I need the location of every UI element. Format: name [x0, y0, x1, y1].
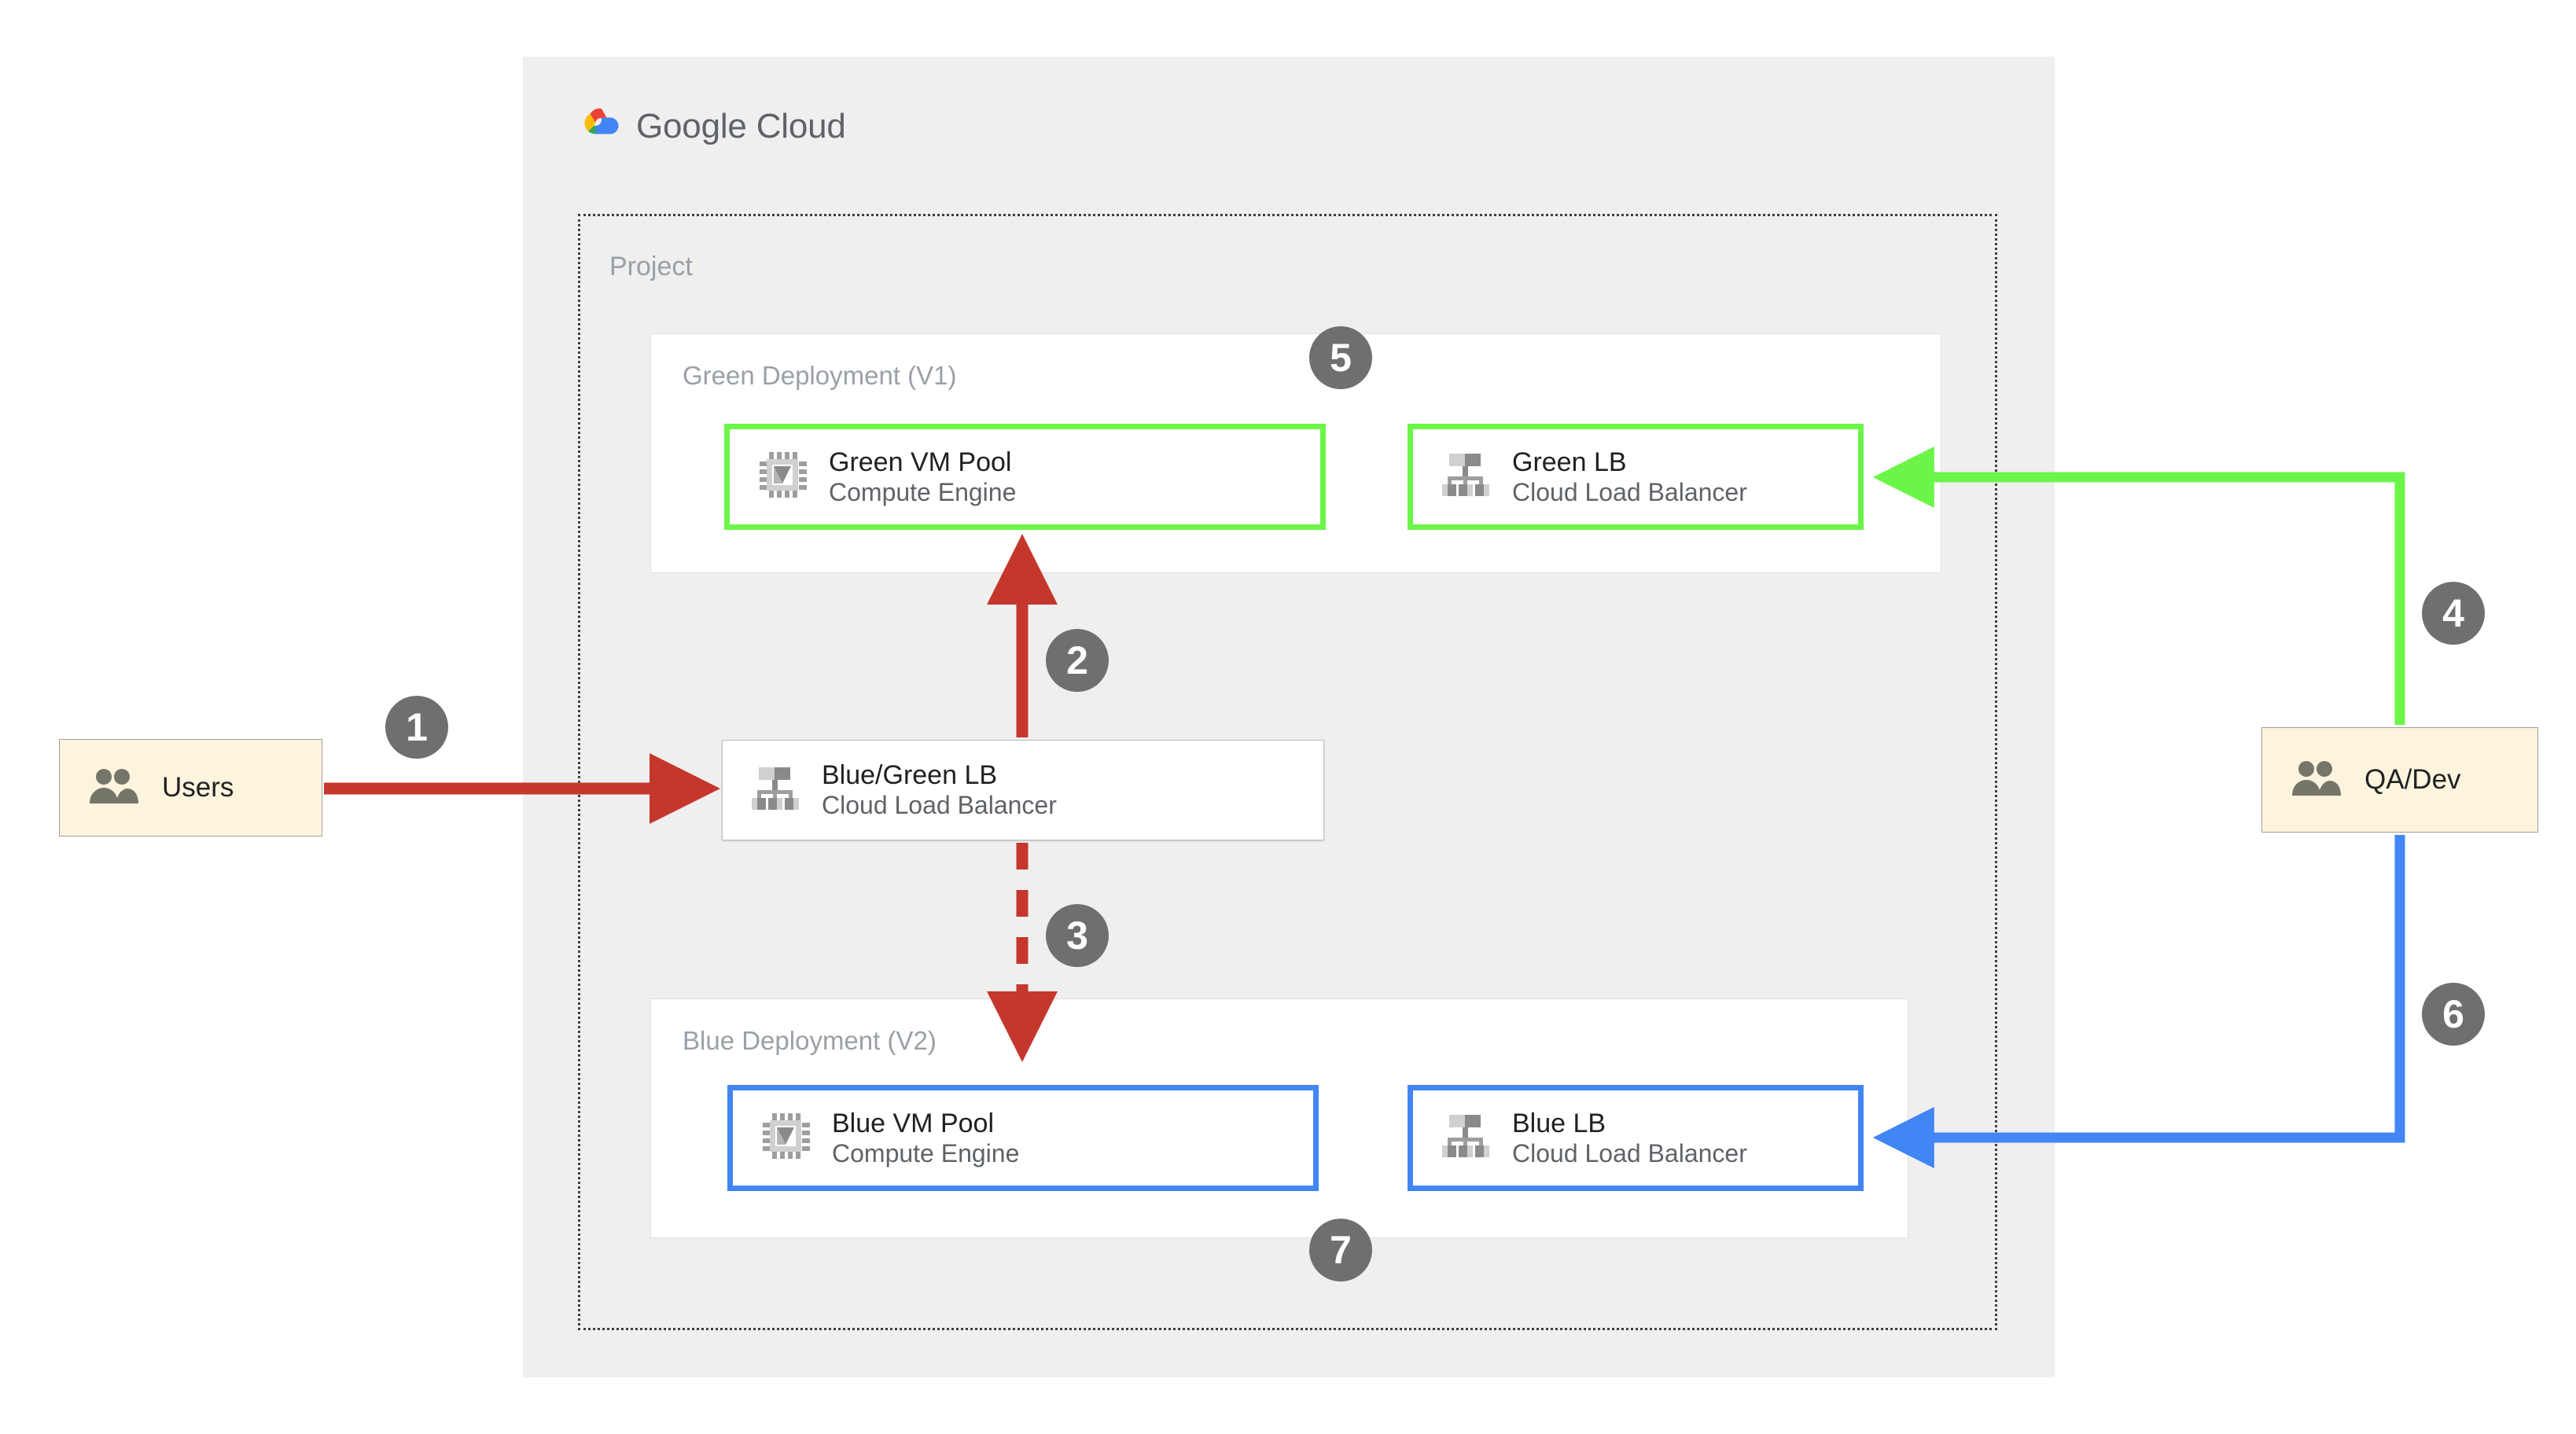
google-cloud-wordmark: Google Cloud	[636, 107, 846, 146]
blue-lb-title: Blue LB	[1512, 1108, 1606, 1138]
users-label: Users	[162, 772, 234, 803]
project-boundary	[578, 214, 1997, 1330]
green-lb-subtitle: Cloud Load Balancer	[1512, 477, 1747, 506]
step-badge-5: 5	[1309, 326, 1372, 389]
node-users[interactable]: Users	[59, 739, 322, 836]
qa-dev-label: QA/Dev	[2364, 764, 2461, 795]
google-cloud-logo-row: Google Cloud	[578, 106, 846, 146]
wordmark-google: Google	[636, 106, 747, 145]
step-badge-3: 3	[1046, 904, 1109, 967]
bluegreen-lb-text: Blue/Green LB Cloud Load Balancer	[822, 759, 1057, 821]
wordmark-cloud: Cloud	[756, 106, 846, 145]
node-green-vm-pool[interactable]: Green VM Pool Compute Engine	[724, 424, 1326, 530]
step-badge-7: 7	[1309, 1219, 1372, 1281]
green-vm-title: Green VM Pool	[829, 447, 1012, 477]
step-badge-4: 4	[2422, 582, 2485, 645]
blue-vm-title: Blue VM Pool	[832, 1108, 994, 1138]
cpu-chip-icon	[761, 1112, 810, 1164]
people-icon	[88, 767, 140, 809]
green-vm-subtitle: Compute Engine	[829, 477, 1017, 506]
green-deployment-label: Green Deployment (V1)	[683, 361, 957, 390]
load-balancer-icon	[751, 766, 800, 815]
node-bluegreen-lb[interactable]: Blue/Green LB Cloud Load Balancer	[722, 740, 1324, 840]
load-balancer-icon	[1441, 1113, 1490, 1163]
blue-lb-subtitle: Cloud Load Balancer	[1512, 1138, 1747, 1167]
project-label: Project	[609, 252, 693, 281]
step-badge-1: 1	[385, 696, 448, 759]
blue-deployment-label: Blue Deployment (V2)	[683, 1026, 937, 1055]
node-blue-vm-pool[interactable]: Blue VM Pool Compute Engine	[727, 1085, 1319, 1191]
green-vm-text: Green VM Pool Compute Engine	[829, 447, 1016, 508]
blue-vm-text: Blue VM Pool Compute Engine	[832, 1108, 1019, 1169]
step-badge-6: 6	[2422, 983, 2485, 1046]
node-qa-dev[interactable]: QA/Dev	[2261, 727, 2538, 833]
green-lb-title: Green LB	[1512, 447, 1627, 477]
bluegreen-lb-subtitle: Cloud Load Balancer	[822, 791, 1057, 820]
load-balancer-icon	[1441, 452, 1490, 502]
step-badge-2: 2	[1046, 629, 1109, 692]
blue-vm-subtitle: Compute Engine	[832, 1138, 1020, 1167]
node-blue-lb[interactable]: Blue LB Cloud Load Balancer	[1408, 1085, 1864, 1191]
green-lb-text: Green LB Cloud Load Balancer	[1512, 447, 1747, 508]
blue-lb-text: Blue LB Cloud Load Balancer	[1512, 1108, 1747, 1169]
cpu-chip-icon	[758, 450, 807, 503]
node-green-lb[interactable]: Green LB Cloud Load Balancer	[1408, 424, 1864, 530]
bluegreen-lb-title: Blue/Green LB	[822, 760, 998, 791]
people-icon	[2291, 759, 2342, 801]
google-cloud-logo-icon	[578, 106, 624, 146]
